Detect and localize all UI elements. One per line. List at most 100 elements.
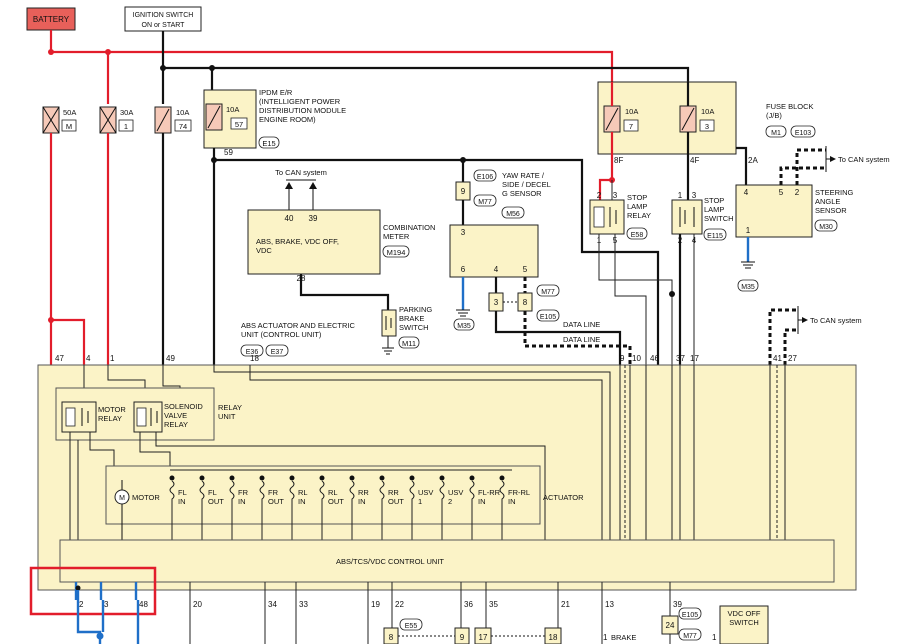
abs-can-wire-2	[783, 328, 798, 365]
meter-pin-39: 39	[309, 214, 318, 223]
fuse-3-id: 3	[705, 122, 709, 131]
fuse-50a-cross	[42, 106, 60, 134]
yaw-pin-4: 4	[494, 265, 499, 274]
valve-label: FR	[238, 488, 249, 497]
steering-title: STEERING	[815, 188, 854, 197]
steering-pin-4: 4	[744, 188, 749, 197]
fuse-element	[156, 108, 170, 132]
yaw-pin-9: 9	[461, 187, 466, 196]
meter-title-2: METER	[383, 232, 410, 241]
solenoid-valve-icon	[229, 475, 235, 540]
switch-title: STOP	[704, 196, 724, 205]
abs-top-pin: 9	[620, 354, 625, 363]
abs-top-pin: 4	[86, 354, 91, 363]
abs-bottom-pin: 13	[605, 600, 614, 609]
ignition-switch-label: IGNITION SWITCH	[133, 12, 194, 19]
solenoid-valve-icon	[349, 475, 355, 540]
yaw-conn-a-box	[473, 169, 497, 182]
bottom-pin-8: 8	[389, 633, 394, 642]
fuse-50a-amp: 50A	[63, 108, 76, 117]
switch-title-2: LAMP	[704, 205, 724, 214]
parking-brake-title: PARKING	[399, 305, 432, 314]
bottom-conn-m77: M77	[683, 633, 697, 640]
meter-warning-text-2: VDC	[256, 246, 272, 255]
relay-conn: E58	[631, 232, 644, 239]
solenoid-valve-icon	[319, 475, 325, 540]
meter-conn: M194	[387, 248, 406, 257]
fuse-50a-id-box	[61, 119, 77, 132]
motor-label: MOTOR	[132, 493, 160, 502]
internal-wire	[139, 432, 171, 470]
can-bracket-icon	[797, 306, 808, 334]
fuse-element	[605, 107, 619, 131]
abs-top-pin: 27	[788, 354, 797, 363]
yaw-subconn-pin-3: 3	[494, 298, 499, 307]
bottom-conn-24	[661, 615, 679, 635]
meter-conn-box	[382, 245, 410, 258]
abs-bottom-pin: 35	[489, 600, 498, 609]
yaw-subconn-a-box	[536, 284, 560, 297]
fuse-block-conn-b-box	[790, 125, 816, 138]
switch-conn: E115	[707, 233, 723, 240]
ground-icon	[456, 309, 470, 317]
valve-label: OUT	[328, 497, 344, 506]
meter-can-label: To CAN system	[275, 168, 327, 177]
valve-label: FL	[178, 488, 187, 497]
valve-label: RR	[358, 488, 369, 497]
highlight-box	[29, 566, 157, 616]
switch-pin-1: 1	[678, 191, 683, 200]
vdc-off-switch-title: VDC OFF	[728, 609, 761, 618]
fuse-57-id: 57	[235, 120, 243, 129]
solenoid-valve-icon	[169, 475, 175, 540]
fuse-30a-cross	[99, 106, 117, 134]
fuse-30a-amp: 30A	[120, 108, 133, 117]
vdc-off-switch-title-2: SWITCH	[729, 618, 759, 627]
yaw-ground-conn-box	[453, 318, 475, 331]
stop-lamp-switch-box	[671, 199, 703, 235]
valve-label: IN	[358, 497, 366, 506]
abs-bottom-pin: 34	[268, 600, 277, 609]
switch-contact-icon	[679, 207, 695, 227]
valve-label: FL	[208, 488, 217, 497]
valve-label: FR	[268, 488, 279, 497]
can-bracket-icon	[825, 146, 836, 172]
fuse-block-box	[597, 81, 737, 155]
relay-title: STOP	[627, 193, 647, 202]
yaw-conn-b: M77	[478, 199, 492, 206]
parking-brake-conn: M11	[402, 339, 416, 348]
solenoid-valve-icon	[439, 475, 445, 540]
junction-dot	[669, 291, 675, 297]
bottom-conn-e55-box	[399, 618, 423, 631]
steering-conn: M30	[819, 224, 833, 231]
abs-top-pin: 18	[250, 354, 259, 363]
valve-label: RL	[298, 488, 308, 497]
valve-label: IN	[478, 497, 486, 506]
valve-label: OUT	[268, 497, 284, 506]
abs-top-pin: 47	[55, 354, 64, 363]
yaw-conn-b-box	[473, 194, 497, 207]
valve-label: 1	[418, 497, 422, 506]
motor-relay-label-2: RELAY	[98, 414, 122, 423]
junction-dot	[96, 632, 104, 640]
abs-can-wire	[768, 308, 798, 365]
ignition-switch-box	[124, 6, 202, 32]
solenoid-valve-icon	[199, 475, 205, 540]
stop-lamp-relay-box	[589, 199, 625, 235]
abs-conn-b: E37	[271, 349, 284, 356]
yaw-subconn-b-box	[536, 309, 560, 322]
yaw-pin-5: 5	[523, 265, 528, 274]
abs-bottom-pin: 20	[193, 600, 202, 609]
relay-unit-title-2: UNIT	[218, 412, 236, 421]
relay-unit-title: RELAY	[218, 403, 242, 412]
parking-brake-title-2: BRAKE	[399, 314, 424, 323]
brake-label: BRAKE	[611, 633, 636, 642]
fuse-74-amp: 10A	[176, 108, 189, 117]
vdc-off-switch-box	[719, 605, 769, 644]
ipdm-title-4: ENGINE ROOM)	[259, 115, 316, 124]
fuse-block-conn-a-box	[765, 125, 787, 138]
yaw-sensor-title-2: SIDE / DECEL	[502, 180, 551, 189]
parking-brake-title-3: SWITCH	[399, 323, 429, 332]
actuator-box	[105, 465, 541, 525]
control-unit-box	[59, 539, 835, 583]
